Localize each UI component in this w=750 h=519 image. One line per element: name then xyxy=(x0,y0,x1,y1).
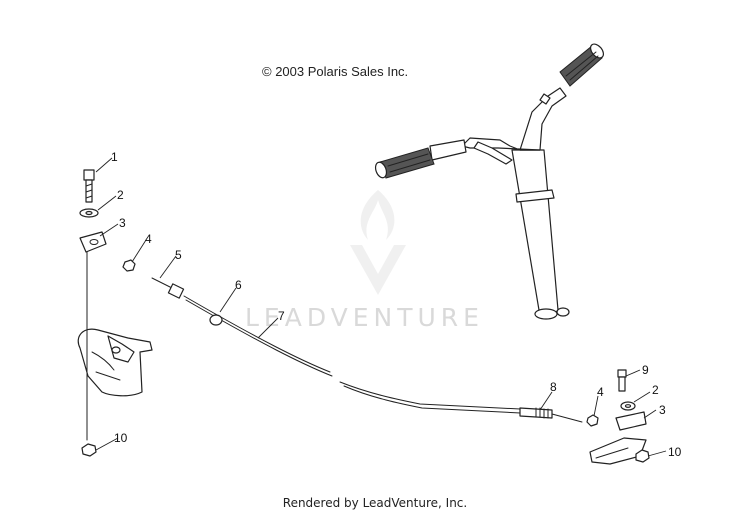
nut-4-right xyxy=(586,414,599,427)
nut-10-right xyxy=(635,449,650,463)
throttle-housing xyxy=(77,328,153,397)
leader-lines xyxy=(95,157,667,457)
callout-8: 8 xyxy=(550,380,557,394)
callout-4-right: 4 xyxy=(597,385,604,399)
callout-2: 2 xyxy=(117,188,124,202)
callout-3: 3 xyxy=(119,216,126,230)
callout-6: 6 xyxy=(235,278,242,292)
grip-right xyxy=(559,43,605,87)
footer-credit: Rendered by LeadVenture, Inc. xyxy=(282,496,468,510)
grip-left xyxy=(374,147,435,179)
handlebar-steering-tube xyxy=(429,87,570,320)
watermark-text: LEADVENTURE xyxy=(245,303,484,332)
bolt-9 xyxy=(617,369,627,392)
bracket-3-right xyxy=(615,411,647,431)
bolt-1 xyxy=(83,169,95,203)
callout-numbers: 1 2 3 4 5 6 7 10 8 4 9 2 3 10 xyxy=(111,150,682,459)
callout-3-right: 3 xyxy=(659,403,666,417)
washer-2-left xyxy=(79,208,99,218)
washer-2-right xyxy=(620,401,636,411)
callout-10-right: 10 xyxy=(668,445,682,459)
callout-10: 10 xyxy=(114,431,128,445)
callout-4: 4 xyxy=(145,232,152,246)
nut-10-left xyxy=(81,443,97,457)
bracket-3-left xyxy=(79,231,107,253)
throttle-cable xyxy=(151,277,583,423)
callout-7: 7 xyxy=(278,309,285,323)
callout-5: 5 xyxy=(175,248,182,262)
leadventure-watermark-logo xyxy=(350,190,406,295)
callout-2-right: 2 xyxy=(652,383,659,397)
copyright-text: © 2003 Polaris Sales Inc. xyxy=(262,64,409,79)
callout-1: 1 xyxy=(111,150,118,164)
callout-9: 9 xyxy=(642,363,649,377)
nut-4-left xyxy=(122,259,136,272)
